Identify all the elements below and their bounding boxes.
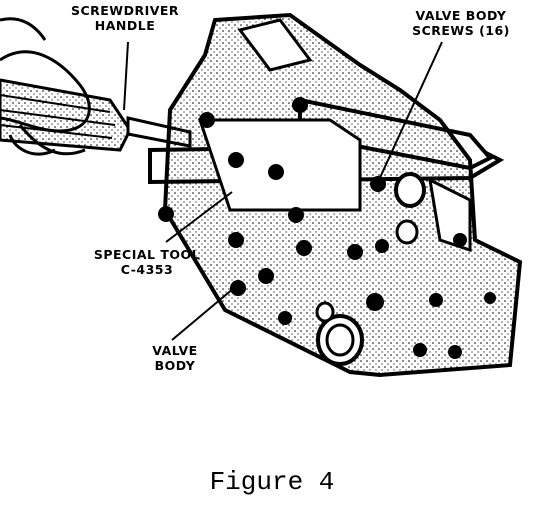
valve-body-screws-drawing (158, 97, 496, 359)
screwdriver-handle-drawing (0, 78, 132, 152)
leader-special-tool (165, 191, 233, 243)
label-valve-body-screws: VALVE BODY SCREWS (16) (412, 8, 510, 38)
figure-caption: Figure 4 (209, 467, 335, 497)
leader-valve-body (171, 287, 235, 341)
leader-lines (123, 41, 443, 341)
label-valve-body: VALVE BODY (152, 343, 198, 373)
valve-body-illustration (0, 12, 523, 378)
label-special-tool: SPECIAL TOOL C-4353 (93, 247, 201, 277)
valve-body-drawing (162, 12, 523, 378)
leader-screwdriver-handle (123, 41, 129, 111)
leader-valve-body-screws (377, 41, 443, 183)
label-screwdriver-handle: SCREWDRIVER HANDLE (70, 3, 180, 33)
